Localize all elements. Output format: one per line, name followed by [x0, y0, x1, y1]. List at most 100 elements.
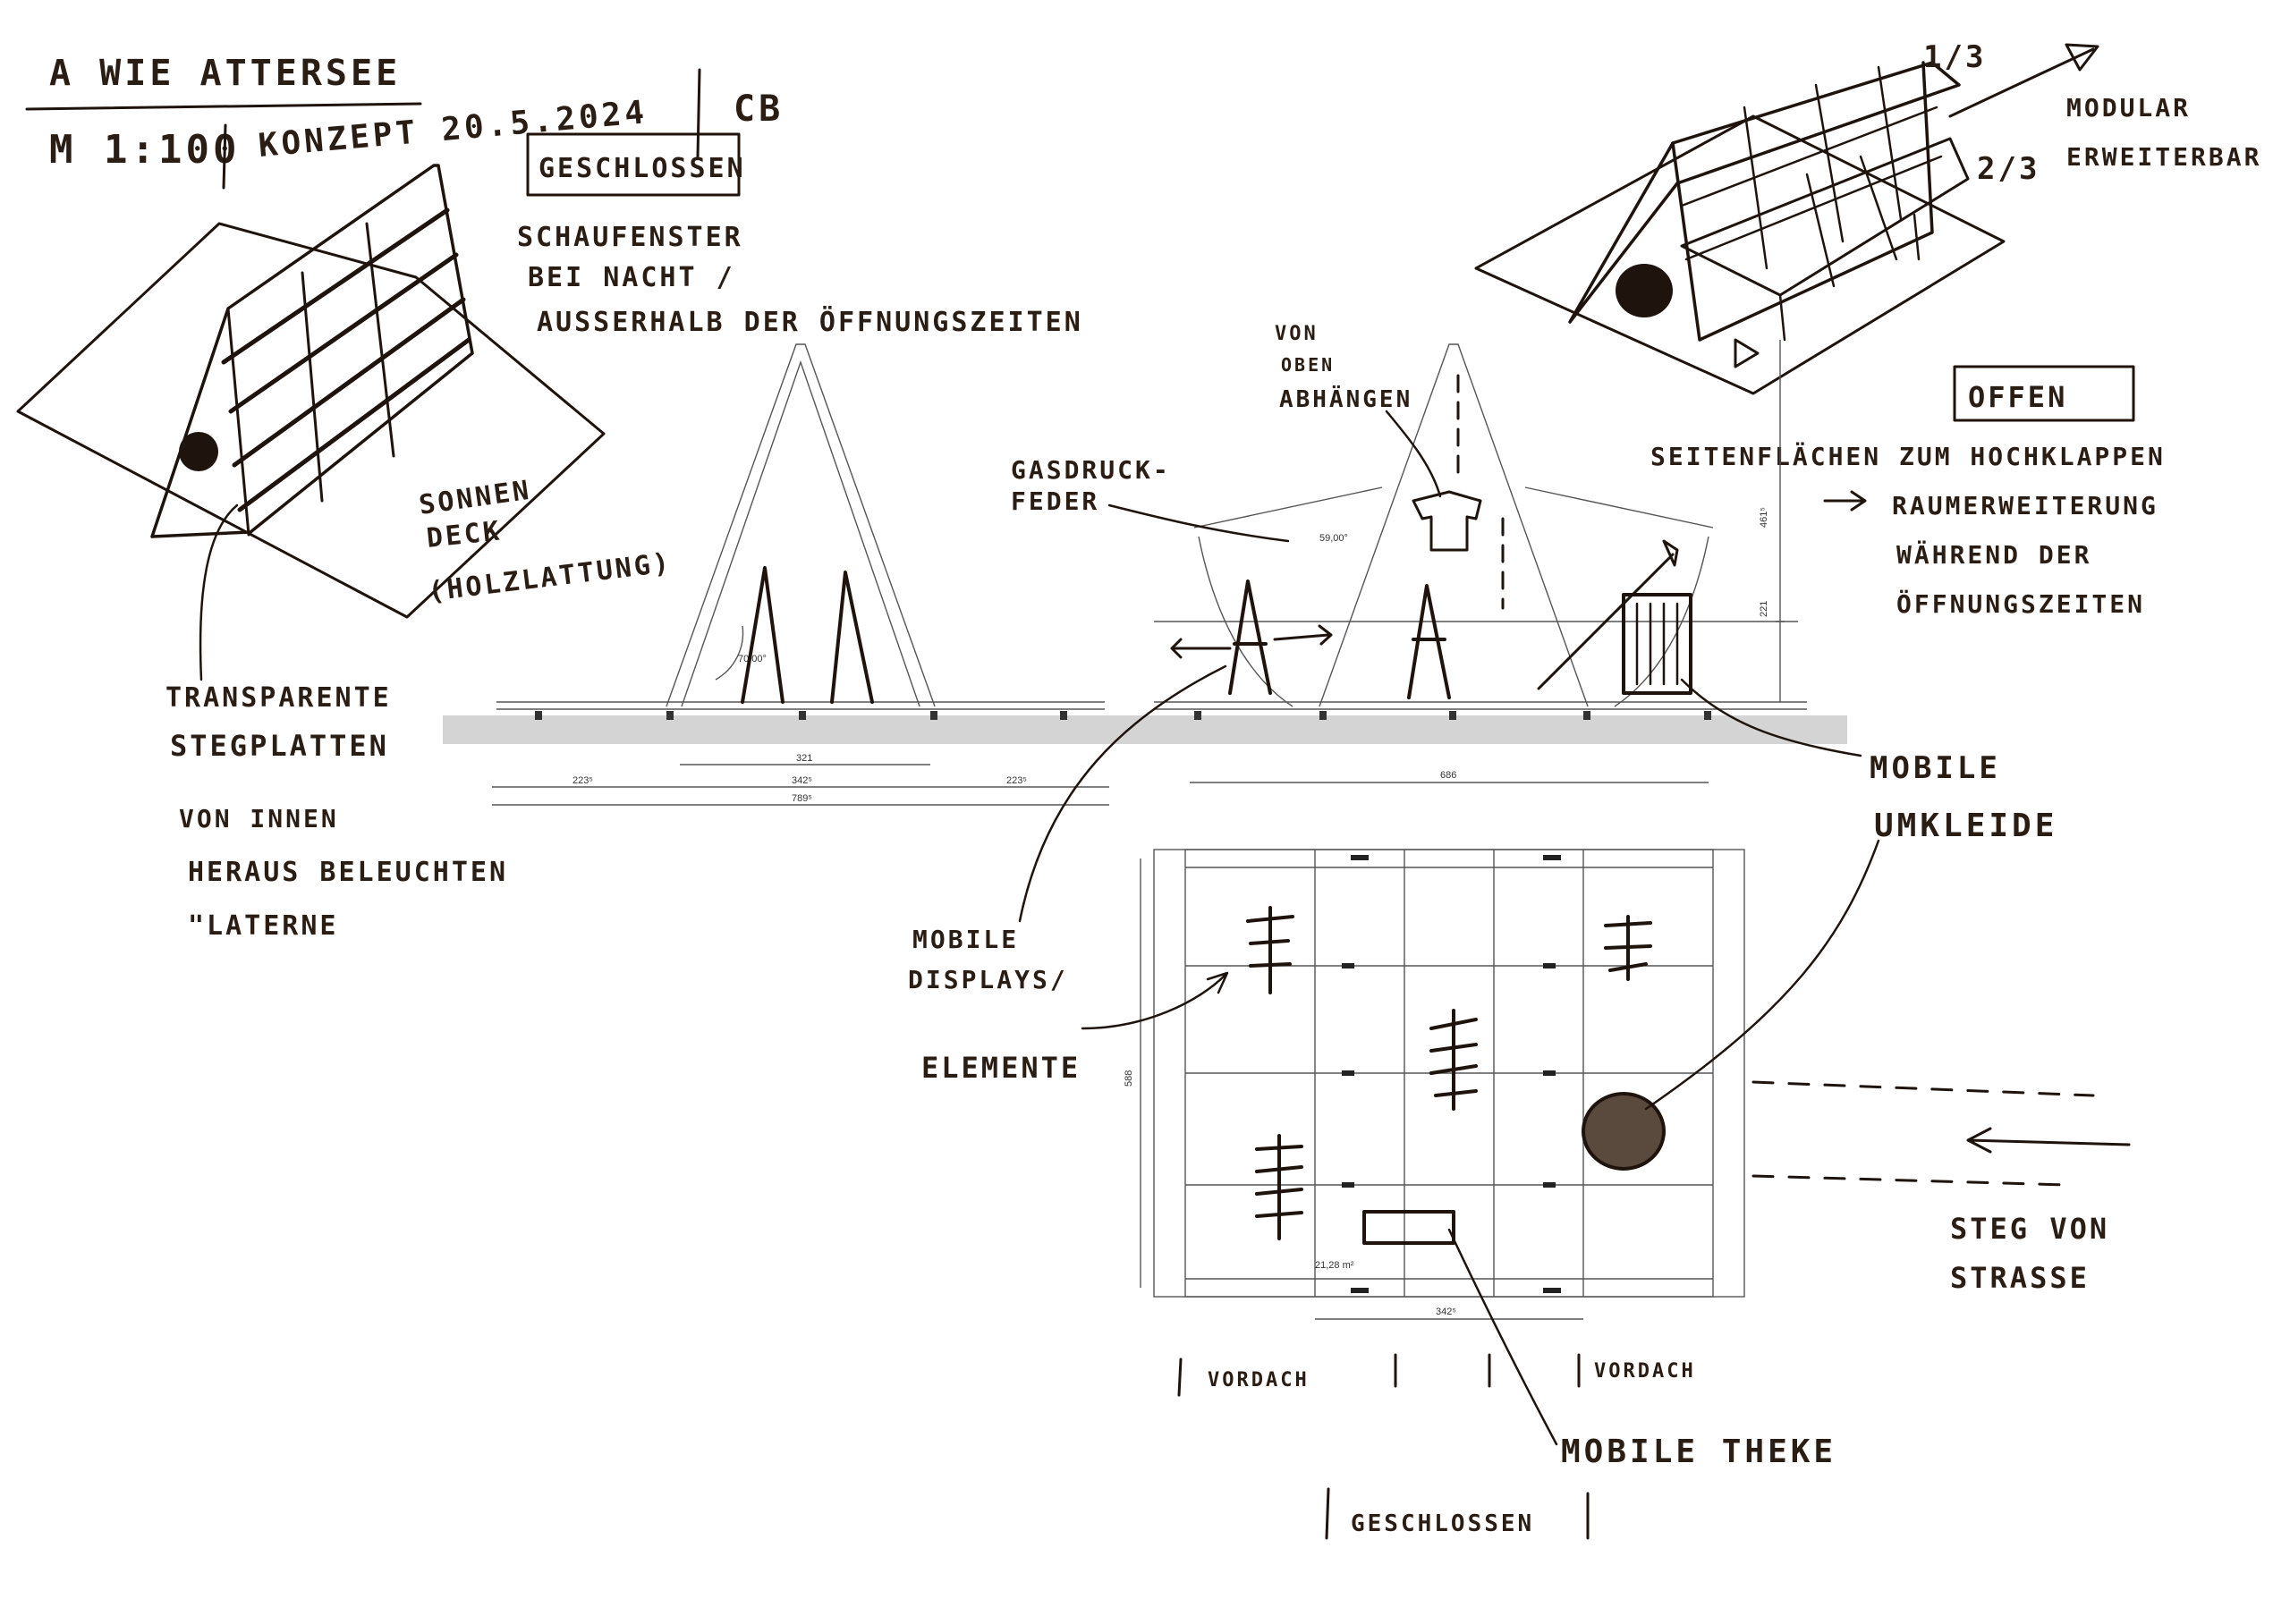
ground-band — [443, 715, 1847, 744]
roof-panels — [221, 207, 471, 512]
vordach-right: VORDACH — [1594, 1360, 1696, 1383]
open-deck — [1154, 701, 1807, 710]
title-divider-2 — [696, 68, 701, 158]
title-divider-1 — [222, 123, 227, 190]
fraction-bottom: 2/3 — [1977, 151, 2040, 187]
open-round-window — [1616, 264, 1673, 317]
leader-theke — [1447, 1228, 1558, 1446]
plan-displays — [1246, 906, 1652, 1240]
seitenflaechen-line-4: ÖFFNUNGSZEITEN — [1896, 588, 2145, 619]
umkleide-line-1: MOBILE — [1870, 750, 2001, 786]
modular-arrow-head — [2065, 43, 2099, 72]
open-left-wing — [1568, 61, 1961, 324]
open-roof-grid — [1680, 65, 1943, 342]
open-section-drawing: 59,00° 221 461⁵ 686 — [1154, 340, 1807, 783]
leader-mobile-displays — [1018, 664, 1227, 923]
raumerweiterung-arrow — [1823, 490, 1867, 512]
gasdruck-line-1: GASDRUCK- — [1011, 455, 1171, 485]
modular-line-2: ERWEITERBAR — [2066, 142, 2261, 172]
vordach-left: VORDACH — [1208, 1369, 1310, 1391]
umkleide-line-2: UMKLEIDE — [1874, 808, 2057, 844]
umkleide-box — [1622, 593, 1692, 695]
dim-height-total: 461⁵ — [1759, 507, 1769, 528]
open-arrow-mark — [1734, 338, 1760, 368]
steg-line-2: STRASSE — [1950, 1261, 2090, 1295]
open-state-box: OFFEN — [1953, 365, 2135, 422]
round-window — [179, 432, 218, 471]
displays-line-1: MOBILE — [912, 925, 1019, 954]
leader-gasdruck — [1107, 503, 1290, 543]
scale-label: M 1:100 — [49, 127, 240, 173]
geschlossen-label: GESCHLOSSEN — [1351, 1510, 1534, 1537]
open-right-wing — [1680, 137, 1970, 297]
dim-width: 686 — [1440, 770, 1456, 781]
open-perspective-sketch — [1474, 43, 2099, 395]
stegplatten-line-1: TRANSPARENTE — [165, 682, 392, 714]
dim-right: 223⁵ — [1006, 775, 1027, 786]
modular-arrow-line — [1948, 47, 2095, 118]
closed-a-frame-outer — [666, 343, 936, 707]
a-frame-roof — [150, 164, 474, 538]
plan-dim-side: 588 — [1124, 1070, 1134, 1087]
leader-von-oben — [1385, 410, 1442, 498]
seitenflaechen-line-2: RAUMERWEITERUNG — [1892, 491, 2159, 520]
closed-a-frame-inner — [681, 359, 920, 707]
closed-section-drawing: 70,00° 321 342⁵ 223⁵ 223⁵ 789⁵ — [443, 343, 1847, 806]
displays-line-2: DISPLAYS/ — [908, 965, 1068, 994]
steg-dashed-edges — [1751, 1080, 2095, 1187]
plan-grid — [1185, 850, 1713, 1297]
von-oben-line-1: VON — [1275, 323, 1319, 345]
leader-elemente — [1081, 971, 1229, 1030]
deck-posts — [535, 711, 1067, 720]
closed-state-label: GESCHLOSSEN — [539, 153, 746, 184]
vordach-markers — [1177, 1353, 1581, 1397]
modular-line-1: MODULAR — [2066, 93, 2191, 123]
schaufenster-line-1: SCHAUFENSTER — [517, 222, 743, 253]
sonnendeck-line-2: DECK — [425, 515, 503, 554]
von-oben-line-2: OBEN — [1281, 354, 1335, 376]
open-side-wings — [1193, 486, 1714, 529]
steg-arrow — [1966, 1127, 2131, 1154]
closed-dimension-lines — [492, 764, 1109, 806]
author-initials: CB — [734, 89, 784, 130]
dim-inner: 321 — [796, 753, 812, 764]
closed-angle-label: 70,00° — [738, 654, 767, 664]
umkleide-move-arrow — [1537, 539, 1679, 690]
dim-total: 789⁵ — [792, 793, 812, 804]
closed-state-box: GESCHLOSSEN — [526, 132, 746, 197]
closed-angle-arc — [715, 625, 744, 681]
open-deck-outline — [1474, 114, 2006, 395]
dim-left: 223⁵ — [572, 775, 593, 786]
deck-outline — [16, 222, 606, 619]
displays-line-3: ELEMENTE — [921, 1051, 1081, 1085]
plan-umkleide-circle — [1582, 1092, 1666, 1171]
stegplatten-line-2: STEGPLATTEN — [170, 729, 389, 763]
theke-label: MOBILE THEKE — [1561, 1434, 1836, 1470]
title-underline — [25, 102, 422, 111]
steg-arrow-group — [1751, 1080, 2131, 1187]
gasdruck-line-2: FEDER — [1011, 486, 1099, 516]
plan-area: 21,28 m² — [1315, 1260, 1354, 1271]
hanging-dash-line — [1456, 374, 1505, 610]
floor-plan: 21,28 m² 342⁵ 588 — [1124, 849, 1745, 1320]
plan-posts — [1342, 855, 1561, 1293]
schaufenster-line-2: BEI NACHT / — [528, 262, 735, 293]
plan-dim-bottom: 342⁵ — [1436, 1307, 1456, 1317]
a-frame-gable — [150, 307, 250, 538]
open-display-stand-2 — [1407, 584, 1451, 699]
fraction-top: 1/3 — [1923, 39, 1986, 75]
leader-umkleide-plan — [1644, 839, 1880, 1111]
umkleide-slats — [1635, 602, 1679, 686]
plan-theke — [1362, 1210, 1455, 1245]
open-deck-posts — [1194, 711, 1711, 720]
seitenflaechen-line-3: WÄHREND DER — [1896, 539, 2091, 570]
open-height-dim-line — [1776, 340, 1785, 702]
leader-umkleide-section — [1680, 678, 1862, 757]
dim-height-small: 221 — [1759, 601, 1769, 617]
laterne-line-3: "LATERNE — [188, 910, 339, 942]
closed-deck — [496, 701, 1105, 710]
project-title: A WIE ATTERSEE — [49, 53, 401, 94]
closed-perspective-sketch — [16, 164, 606, 681]
steg-line-1: STEG VON — [1950, 1212, 2109, 1246]
